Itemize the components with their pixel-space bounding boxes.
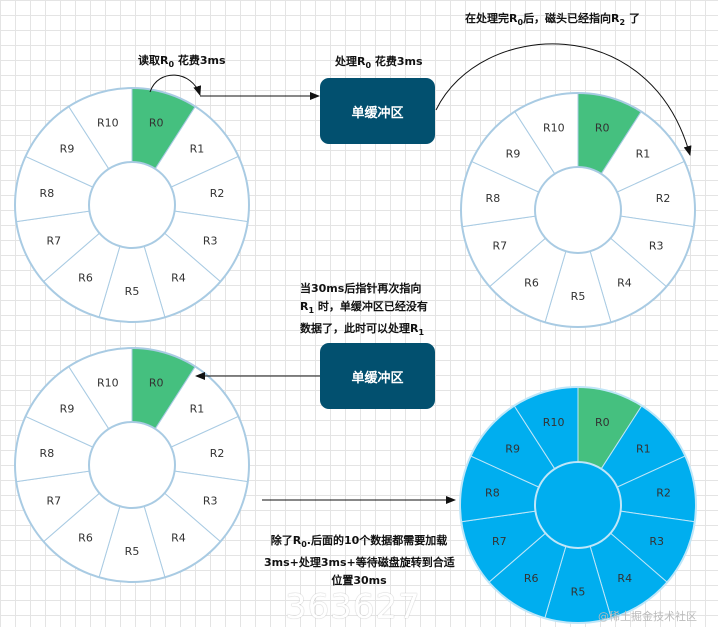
disk-hub: [534, 166, 622, 254]
sector-label: R2: [210, 187, 225, 200]
summary-label: 除了R0.后面的10个数据都需要加载 3ms+处理3ms+等待磁盘旋转到合适 位…: [264, 534, 455, 588]
read-r0-label: 读取R0 花费3ms: [138, 54, 226, 70]
sector-label: R1: [190, 143, 205, 156]
sector-label: R8: [486, 192, 501, 205]
sector-label: R2: [656, 192, 671, 205]
process-r0-label: 处理R0 花费3ms: [335, 55, 423, 71]
watermark-number: 363627: [285, 587, 421, 627]
sector-label: R10: [543, 121, 565, 134]
disk-outer-ring: [460, 92, 696, 328]
sector-label: R1: [636, 148, 651, 161]
disk-hub: [88, 161, 176, 249]
sector-label: R9: [60, 403, 75, 416]
sector-label: R6: [78, 531, 93, 544]
sector-label: R8: [40, 187, 55, 200]
read-arrow: [149, 74, 202, 96]
sector-label: R9: [505, 442, 520, 455]
sector-label: R3: [203, 495, 218, 508]
sector-label: R6: [524, 276, 539, 289]
sector-label: R6: [524, 572, 539, 585]
disk-outer-ring: [14, 87, 250, 323]
sector-label: R0: [149, 376, 164, 389]
watermark: @稀土掘金技术社区: [598, 610, 697, 623]
sector-label: R4: [617, 572, 632, 585]
sector-label: R1: [636, 442, 651, 455]
sector-label: R2: [210, 447, 225, 460]
sector-label: R5: [125, 545, 140, 558]
sector-label: R8: [485, 487, 500, 500]
sector-label: R8: [40, 447, 55, 460]
sector-label: R7: [46, 495, 61, 508]
disk-hub: [88, 421, 176, 509]
single-buffer-box-bottom: 单缓冲区: [320, 343, 435, 409]
sector-label: R1: [190, 403, 205, 416]
sector-label: R3: [649, 240, 664, 253]
head-position-label: 在处理完R0后，磁头已经指向R2 了: [465, 12, 640, 28]
sector-label: R5: [571, 290, 586, 303]
disk-outer-ring: [459, 386, 697, 624]
sector-label: R0: [595, 121, 610, 134]
sector-label: R5: [571, 586, 586, 599]
sector-label: R3: [203, 235, 218, 248]
sector-label: R9: [60, 143, 75, 156]
single-buffer-box-top: 单缓冲区: [320, 78, 435, 144]
sector-label: R6: [78, 271, 93, 284]
sector-label: R10: [97, 376, 119, 389]
sector-label: R7: [492, 535, 507, 548]
sector-label: R0: [149, 116, 164, 129]
sector-label: R4: [617, 276, 632, 289]
disk-hub: [534, 461, 622, 549]
sector-label: R7: [492, 240, 507, 253]
sector-label: R5: [125, 285, 140, 298]
sector-label: R3: [649, 535, 664, 548]
disk-outer-ring: [14, 347, 250, 583]
sector-label: R4: [171, 271, 186, 284]
pointer-return-label: 当30ms后指针再次指向 R1 时，单缓冲区已经没有 数据了，此时可以处理R1: [300, 282, 428, 338]
sector-label: R10: [97, 116, 119, 129]
sector-label: R2: [656, 487, 671, 500]
sector-label: R10: [543, 416, 565, 429]
sector-label: R4: [171, 531, 186, 544]
rotation-arc-arrow: [435, 43, 692, 156]
sector-label: R7: [46, 235, 61, 248]
sector-label: R9: [506, 148, 521, 161]
sector-label: R0: [595, 416, 610, 429]
